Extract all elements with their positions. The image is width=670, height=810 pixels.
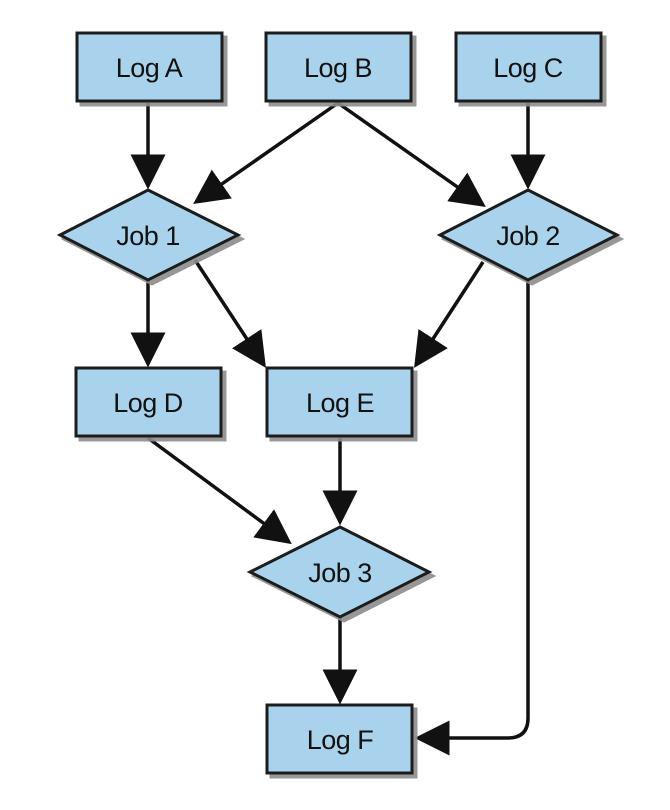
node-log-c-label: Log C [493,53,563,83]
node-log-a-label: Log A [116,53,183,83]
node-log-f: Log F [265,703,414,775]
node-log-f-label: Log F [307,725,374,755]
node-job-3: Job 3 [246,525,433,619]
node-log-b-label: Log B [304,53,372,83]
node-log-b: Log B [264,31,413,103]
nodes: Log A Log B Log C Job 1 Job 2 Log D [56,31,621,775]
node-job-1-label: Job 1 [116,221,180,251]
node-log-c: Log C [454,31,603,103]
node-job-3-label: Job 3 [308,558,372,588]
node-log-d: Log D [74,366,223,438]
node-log-e: Log E [265,366,414,438]
node-job-2-label: Job 2 [496,221,560,251]
edge-job-2-log-e [414,261,485,368]
node-log-e-label: Log E [306,388,374,418]
node-log-a: Log A [75,31,224,103]
node-job-2: Job 2 [436,188,621,282]
edge-log-d-job-3 [146,436,292,545]
edge-log-b-job-1 [193,101,340,205]
node-log-d-label: Log D [113,388,183,418]
node-job-1: Job 1 [56,188,242,282]
edge-log-b-job-2 [336,101,486,208]
edges [130,101,546,756]
edge-job-1-log-e [193,259,266,368]
edge-job-2-log-f [414,280,530,756]
